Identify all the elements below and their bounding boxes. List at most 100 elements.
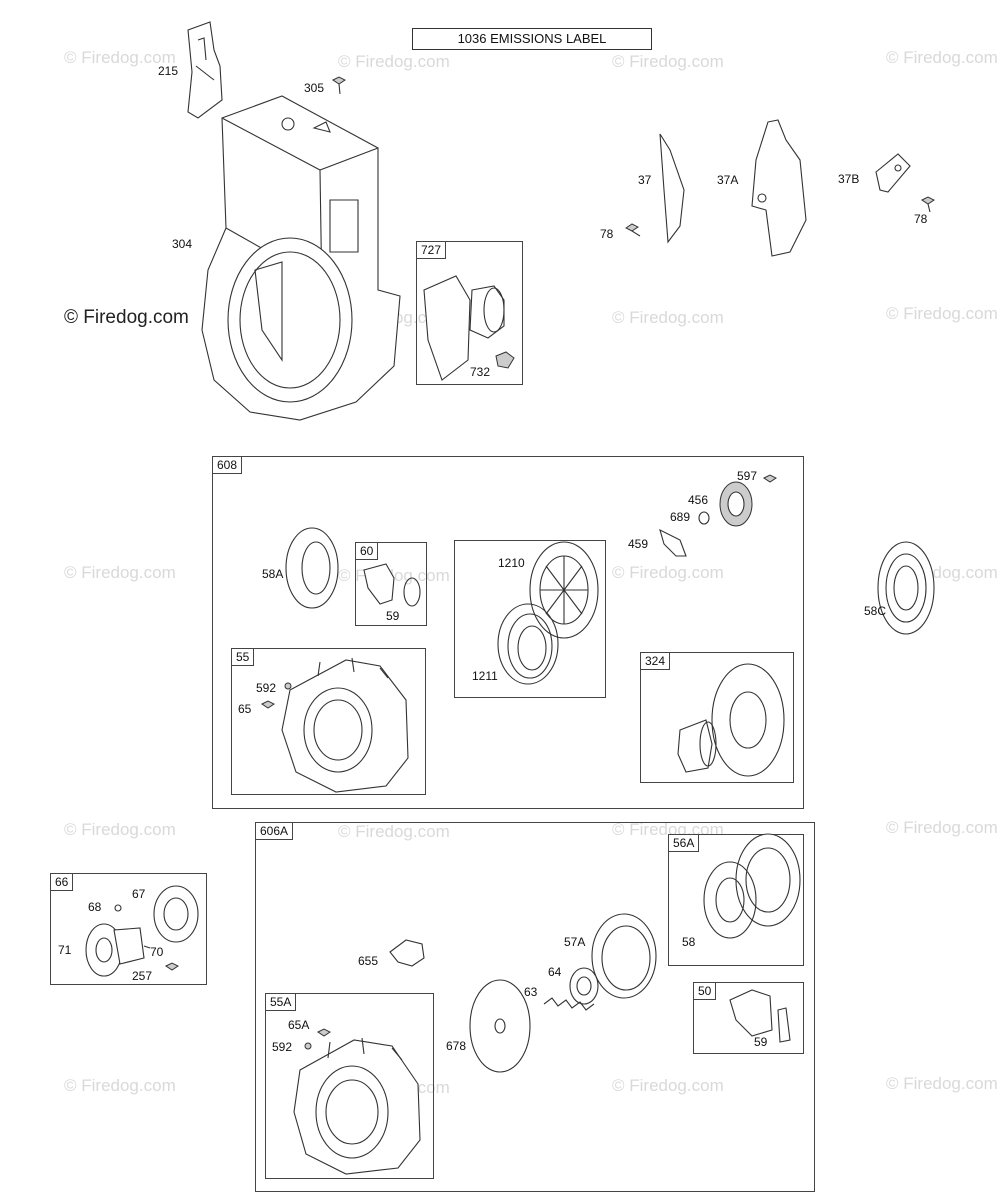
- callout-58: 58: [682, 935, 696, 949]
- spring-icon: [286, 528, 338, 608]
- callout-37A: 37A: [717, 173, 739, 187]
- rewind-plate-icon: [678, 664, 784, 776]
- spring-icon: [544, 998, 594, 1010]
- callout-37B: 37B: [838, 172, 860, 186]
- group-box-50: 50: [693, 982, 804, 1054]
- callout-37: 37: [638, 173, 652, 187]
- callout-257: 257: [132, 969, 153, 983]
- group-box-606A: 606A: [255, 822, 815, 1192]
- group-box-324: 324: [640, 652, 794, 783]
- group-box-1210: [454, 540, 606, 698]
- group-box-727: 727: [416, 241, 523, 385]
- group-box-56A: 56A: [668, 834, 804, 966]
- watermark: © Firedog.com: [338, 822, 450, 841]
- handle-icon: [730, 990, 790, 1042]
- callout-68: 68: [88, 900, 102, 914]
- callout-305: 305: [304, 81, 325, 95]
- starter-housing-icon: [262, 658, 408, 792]
- callout-592: 592: [272, 1040, 293, 1054]
- callout-459: 459: [628, 537, 649, 551]
- watermark: © Firedog.com: [886, 1074, 998, 1093]
- watermark: © Firedog.com: [64, 48, 176, 67]
- watermark: © Firedog.com: [338, 52, 450, 71]
- callout-215: 215: [158, 64, 179, 78]
- callout-592: 592: [256, 681, 277, 695]
- callout-58A: 58A: [262, 567, 284, 581]
- callout-65A: 65A: [288, 1018, 310, 1032]
- callout-71: 71: [58, 943, 72, 957]
- watermark: © Firedog.com: [612, 308, 724, 327]
- bracket-icon: [188, 22, 222, 118]
- group-box-60: 60: [355, 542, 427, 626]
- box-tag: 606A: [255, 822, 294, 840]
- box-tag: 55A: [265, 993, 297, 1011]
- spring-icon: [592, 914, 656, 998]
- blower-housing-icon: [202, 96, 400, 420]
- box-tag: 66: [50, 873, 74, 891]
- group-box-55: 55: [231, 648, 426, 795]
- watermark: © Firedog.com: [886, 818, 998, 837]
- callout-58C: 58C: [864, 604, 887, 618]
- handle-icon: [364, 564, 420, 606]
- callout-59: 59: [386, 609, 400, 623]
- watermark: © Firedog.com: [612, 563, 724, 582]
- callout-1211: 1211: [472, 669, 498, 683]
- group-box-55A: 55A: [265, 993, 434, 1179]
- clip-icon: [390, 940, 424, 966]
- watermark: © Firedog.com: [612, 52, 724, 71]
- callout-78: 78: [600, 227, 614, 241]
- callout-304: 304: [172, 237, 193, 251]
- box-tag: 56A: [668, 834, 700, 852]
- spring-icon: [878, 542, 934, 634]
- group-box-608: 608: [212, 456, 804, 809]
- watermark: © Firedog.com: [64, 563, 176, 582]
- watermark: © Firedog.com: [612, 1076, 724, 1095]
- guard-icon: [424, 276, 514, 380]
- callout-78: 78: [914, 212, 928, 226]
- clutch-icon: [86, 886, 198, 976]
- callout-732: 732: [470, 365, 491, 379]
- pulley-icon: [530, 542, 598, 638]
- callout-65: 65: [238, 702, 252, 716]
- watermark: © Firedog.com: [64, 820, 176, 839]
- callout-63: 63: [524, 985, 538, 999]
- shield-icon: [752, 120, 806, 256]
- starter-housing-icon: [294, 1029, 420, 1174]
- screw-icon: [764, 475, 776, 482]
- screw-icon: [626, 224, 640, 236]
- box-tag: 60: [355, 542, 379, 560]
- callout-689: 689: [670, 510, 691, 524]
- ratchet-icon: [720, 482, 752, 526]
- box-tag: 727: [416, 241, 447, 259]
- box-tag: 50: [693, 982, 717, 1000]
- callout-59: 59: [754, 1035, 768, 1049]
- dog-icon: [660, 530, 686, 556]
- rewind-plate-icon: [470, 980, 530, 1072]
- screw-icon: [922, 197, 934, 212]
- callout-64: 64: [548, 965, 562, 979]
- box-tag: 608: [212, 456, 243, 474]
- box-tag: 55: [231, 648, 255, 666]
- callout-67: 67: [132, 887, 146, 901]
- callout-655: 655: [358, 954, 379, 968]
- watermark: © Firedog.com: [886, 304, 998, 323]
- pulley-icon: [704, 834, 800, 938]
- callout-456: 456: [688, 493, 709, 507]
- callout-57A: 57A: [564, 935, 586, 949]
- copyright-notice: © Firedog.com: [64, 307, 189, 328]
- callout-70: 70: [150, 945, 164, 959]
- spring-icon: [498, 604, 558, 684]
- cup-icon: [570, 968, 598, 1004]
- screw-icon: [333, 77, 345, 94]
- shield-icon: [660, 134, 684, 242]
- box-tag: 324: [640, 652, 671, 670]
- emissions-label-box: 1036 EMISSIONS LABEL: [412, 28, 652, 50]
- callout-1210: 1210: [498, 556, 525, 570]
- watermark: © Firedog.com: [64, 1076, 176, 1095]
- watermark: © Firedog.com: [886, 48, 998, 67]
- callout-678: 678: [446, 1039, 467, 1053]
- bracket-icon: [876, 154, 910, 192]
- ring-icon: [699, 512, 709, 524]
